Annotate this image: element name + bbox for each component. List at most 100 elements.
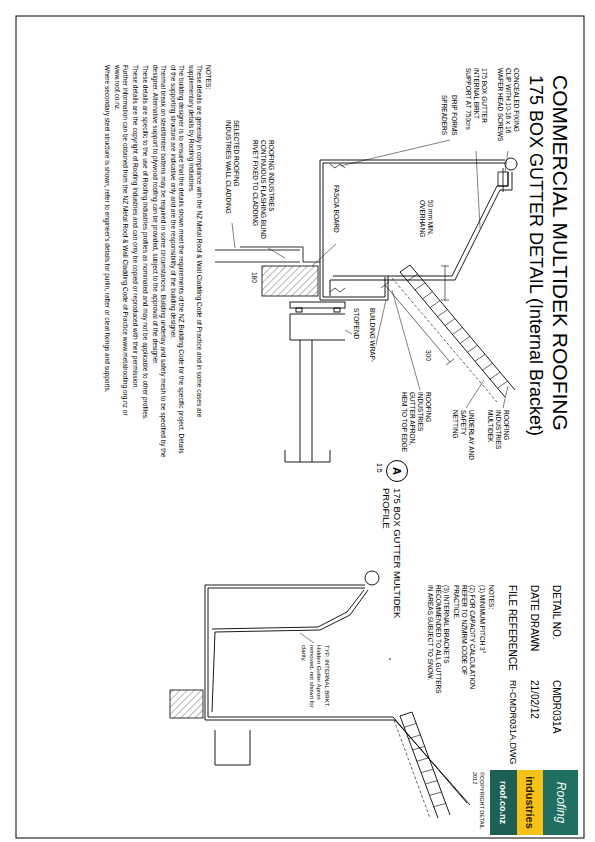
dimension-line bbox=[441, 266, 449, 267]
wall-cladding bbox=[215, 247, 320, 262]
field-label: DATE DRAWN bbox=[528, 585, 540, 651]
dimension-label: 50 mm MIN. OVERHANG bbox=[418, 200, 434, 245]
company-logo: Roofingindustriesroof.co.nz bbox=[490, 770, 578, 835]
notes-block: NOTES:These details are generally in com… bbox=[101, 65, 212, 460]
dimension-line bbox=[441, 300, 449, 301]
roof-rib bbox=[404, 274, 507, 807]
underlay-line bbox=[392, 278, 497, 402]
logo-word: Roofing bbox=[543, 770, 578, 835]
leader-line bbox=[505, 151, 508, 172]
callout-label: UNDERLAY AND SAFETY NETTING bbox=[451, 410, 475, 465]
notes-heading: NOTES: bbox=[204, 65, 212, 460]
profile-underlay bbox=[394, 720, 430, 818]
scale-label: 1:5 bbox=[375, 463, 384, 473]
sheet-border bbox=[16, 16, 584, 838]
logo-url: roof.co.nz bbox=[490, 770, 517, 835]
profile-gutter bbox=[365, 571, 379, 585]
roof-rib bbox=[430, 792, 442, 795]
roof-rib bbox=[408, 274, 418, 281]
roof-rib bbox=[404, 723, 416, 727]
steel-structure bbox=[296, 308, 302, 312]
field-value: RI-CMDR031A.DWG bbox=[507, 680, 518, 765]
dimension-label: 300 bbox=[424, 350, 432, 361]
profile-gutter bbox=[205, 585, 470, 805]
field-label: DETAIL NO. bbox=[550, 585, 562, 639]
steel-structure bbox=[290, 302, 345, 308]
section-letter: A bbox=[391, 467, 403, 475]
callout-label: DRIP FORMS bbox=[450, 95, 458, 136]
leader-line bbox=[268, 248, 285, 258]
fixing-clip bbox=[498, 168, 508, 192]
dimension-line bbox=[445, 266, 446, 300]
roof-rib bbox=[453, 328, 463, 335]
note-text: These details are generally in complianc… bbox=[187, 65, 203, 460]
note-text: Further information can be obtained from… bbox=[113, 65, 129, 460]
profile-roof-sheet bbox=[400, 712, 450, 818]
roof-rib bbox=[425, 781, 437, 784]
roof-sheet bbox=[410, 265, 515, 390]
profile-fascia bbox=[170, 690, 203, 718]
box-gutter bbox=[320, 158, 517, 300]
fascia-board bbox=[262, 266, 318, 296]
wall-cladding bbox=[215, 250, 300, 251]
dimension-line bbox=[385, 285, 450, 362]
callout-label: STOPEND bbox=[352, 308, 360, 339]
roof-rib bbox=[421, 769, 433, 772]
steel-structure bbox=[290, 314, 345, 340]
roof-rib bbox=[417, 758, 429, 762]
steel-structure bbox=[285, 302, 345, 462]
note-text: The building designer is to ensure that … bbox=[169, 65, 185, 460]
callout-label: FASCIA BOARD bbox=[332, 185, 340, 233]
roof-sheet bbox=[400, 265, 410, 272]
roof-rib bbox=[460, 336, 470, 343]
steel-structure bbox=[312, 340, 313, 462]
section-marker: A bbox=[386, 460, 408, 482]
roof-rib bbox=[415, 283, 425, 290]
leader-line bbox=[392, 290, 420, 390]
dimension-line bbox=[381, 282, 389, 288]
dimension-label: 180 bbox=[250, 272, 258, 283]
note-text: (1) MINIMUM PITCH 3° bbox=[478, 585, 486, 695]
steel-structure bbox=[285, 450, 330, 462]
roof-rib bbox=[483, 363, 493, 370]
roof-rib bbox=[438, 310, 448, 317]
callout-label: 175 BOX GUTTER INTERNAL BRKT SUPPORT AT … bbox=[464, 68, 488, 148]
callout-label: ROOFING INDUSTRIES MULTIDEK bbox=[486, 410, 510, 465]
callout-label: TYP. INTERNAL BRKT. Hidden Gutter Apron … bbox=[300, 645, 330, 710]
note-text: Thermal break on steel/timber battens ma… bbox=[151, 65, 167, 460]
notes-block: NOTES:(1) MINIMUM PITCH 3°(2) FOR CAPACI… bbox=[424, 585, 495, 695]
leader-line bbox=[503, 386, 508, 408]
roof-sheet bbox=[400, 272, 505, 397]
roof-sheet bbox=[400, 265, 515, 397]
copyright-note: ©COPYRIGHT DETAIL 2012 bbox=[471, 772, 485, 834]
roof-rib bbox=[490, 372, 500, 379]
profile-purlin bbox=[215, 730, 250, 765]
leader-line bbox=[476, 151, 480, 228]
drip-form bbox=[330, 164, 345, 168]
profile-roof-sheet bbox=[400, 716, 438, 818]
profile-gutter bbox=[212, 590, 364, 629]
drip-form bbox=[330, 288, 345, 292]
steel-structure bbox=[334, 308, 340, 312]
field-value: 21/02/12 bbox=[528, 680, 540, 719]
field-value: CMDR031A bbox=[550, 680, 562, 733]
wall-cladding bbox=[215, 262, 300, 263]
callout-label: BUILDING WRAP bbox=[368, 308, 376, 360]
roof-rib bbox=[498, 381, 508, 388]
callout-label: ROOFING INDUSTRIES GUTTER APRON, HEM TO … bbox=[400, 392, 432, 457]
callout-label: SPREADERS bbox=[440, 95, 448, 135]
dimension-line bbox=[381, 266, 454, 365]
sheet-subtitle: 175 BOX GUTTER DETAIL (Internal Bracket) bbox=[525, 75, 546, 436]
roof-rib bbox=[408, 735, 420, 739]
leader-line bbox=[466, 380, 484, 408]
sheet-title: COMMERCIAL MULTIDEK ROOFING bbox=[548, 75, 572, 431]
profile-gutter bbox=[212, 590, 368, 712]
note-text: Where secondary steel structure is shown… bbox=[103, 65, 111, 460]
roof-rib bbox=[468, 345, 478, 352]
leader-line bbox=[312, 244, 336, 266]
internal-bracket bbox=[333, 172, 508, 276]
leader-line bbox=[300, 633, 314, 643]
section-title: 175 BOX GUTTER MULTIDEK PROFILE bbox=[381, 488, 403, 658]
fixing-clip bbox=[503, 168, 504, 192]
